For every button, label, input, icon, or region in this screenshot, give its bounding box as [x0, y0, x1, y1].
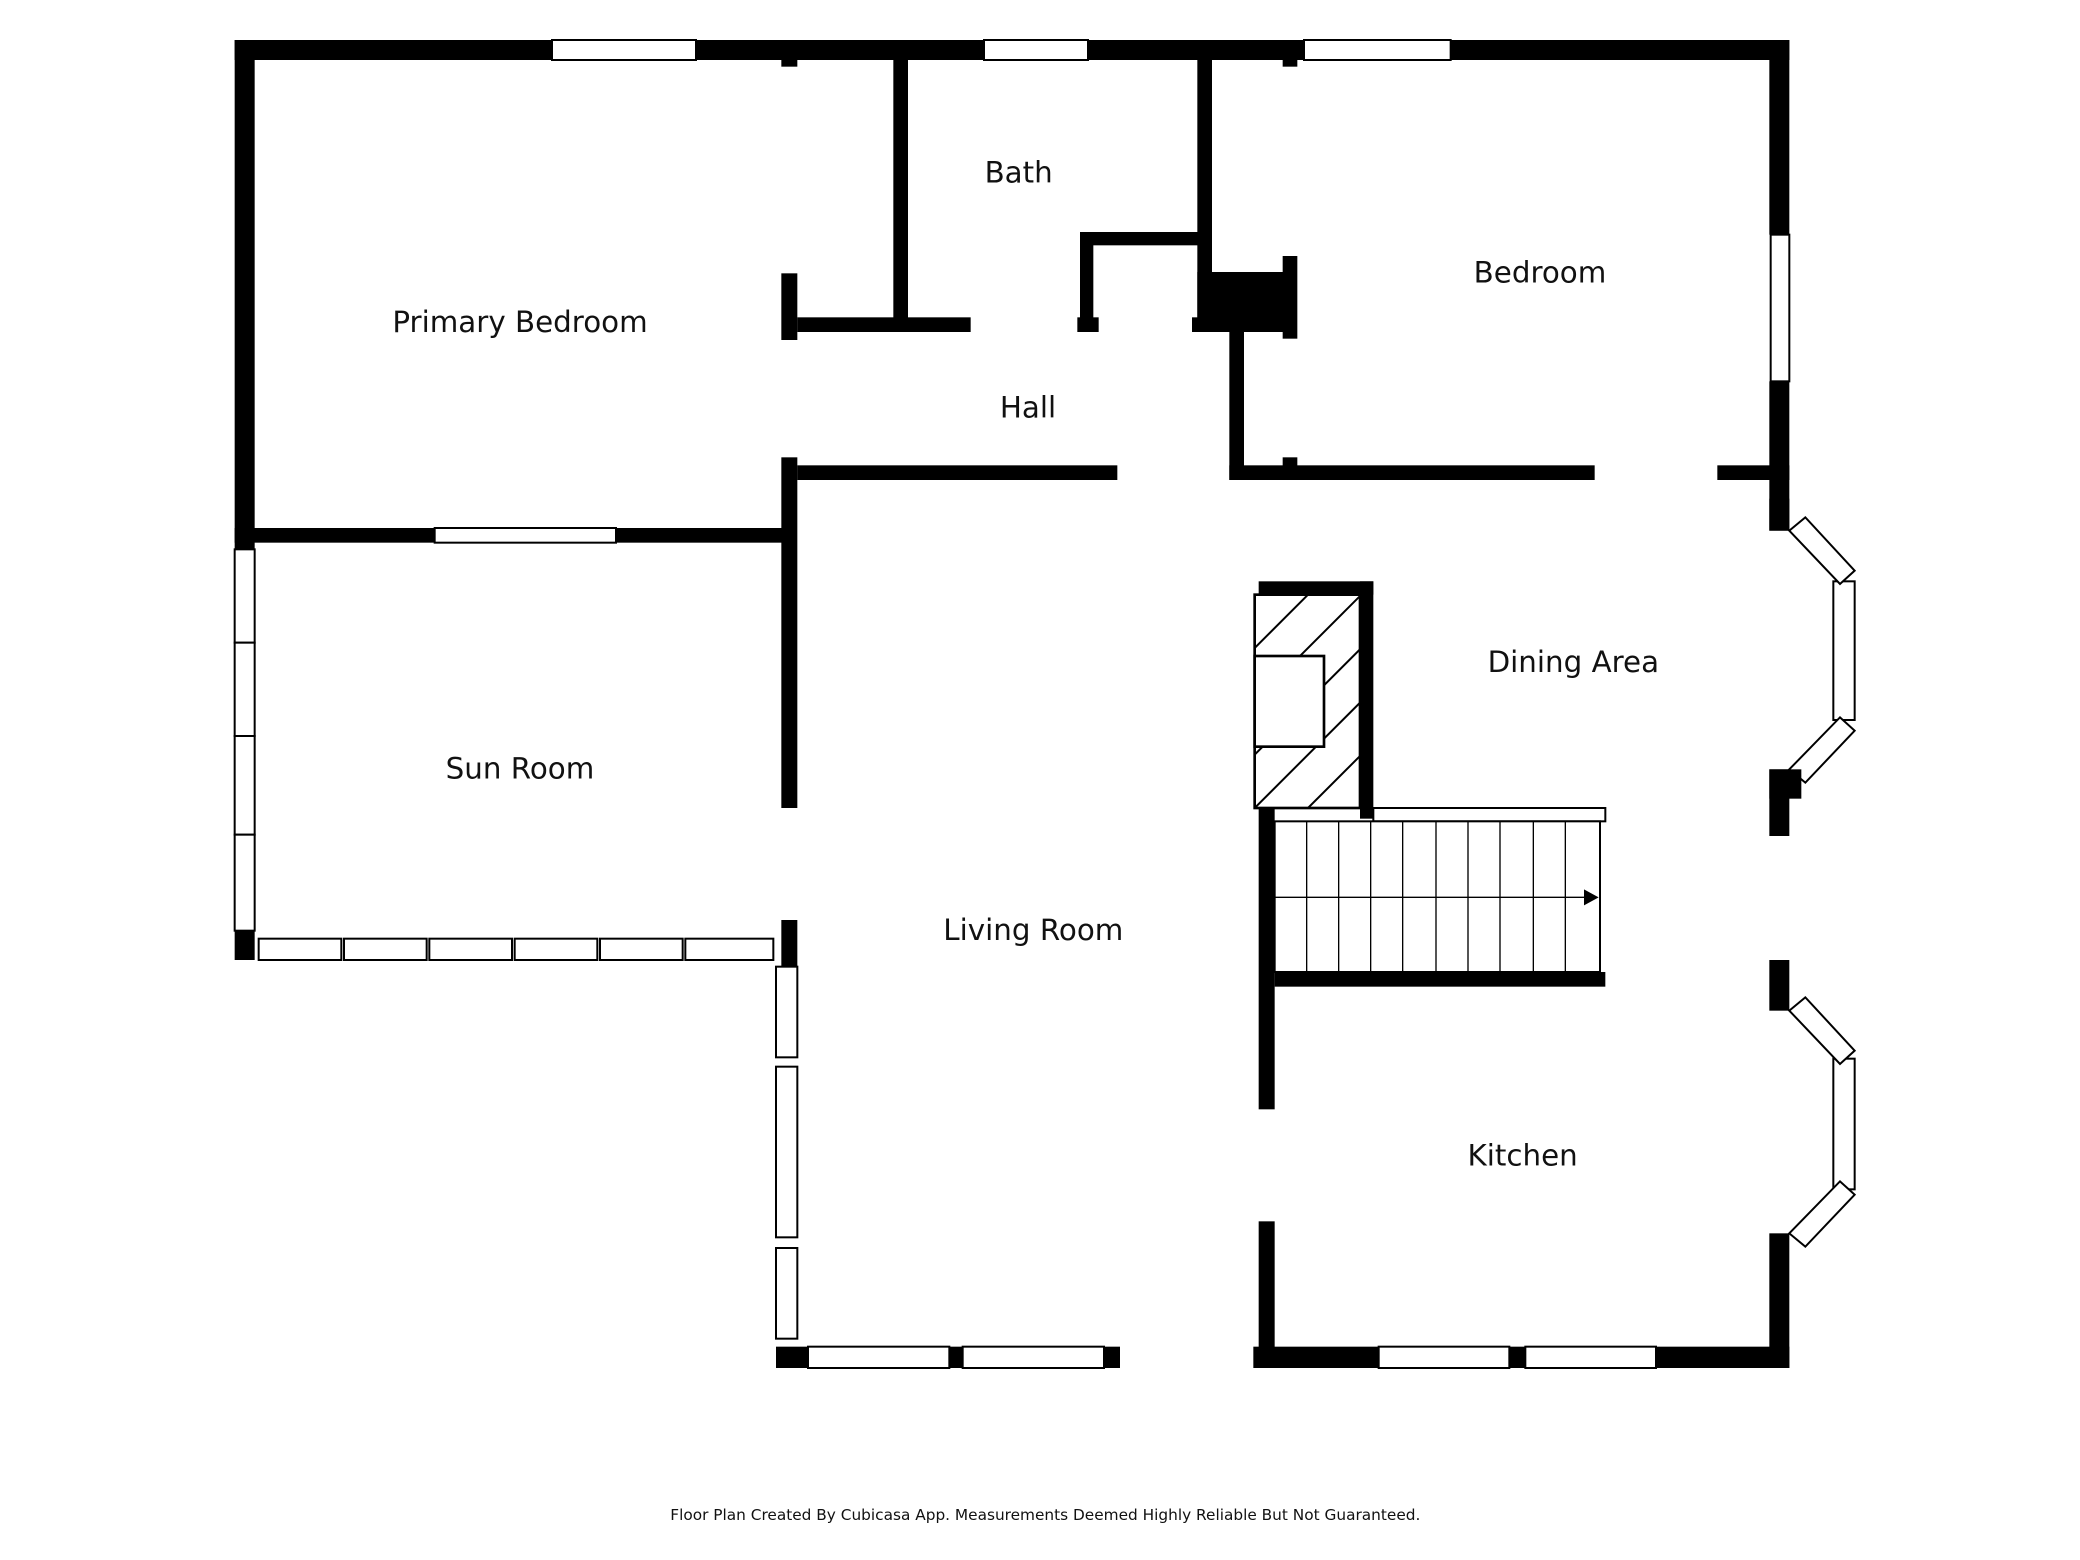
footer-disclaimer: Floor Plan Created By Cubicasa App. Meas…: [670, 1506, 1420, 1524]
stair-arrow-icon: [1584, 889, 1599, 906]
fireplace: [1253, 593, 1362, 810]
staircase: [1273, 807, 1607, 973]
room-label-dining-area: Dining Area: [1488, 645, 1660, 679]
room-label-bath: Bath: [985, 156, 1053, 190]
room-label-primary-bedroom: Primary Bedroom: [392, 305, 647, 339]
room-label-living-room: Living Room: [943, 913, 1123, 947]
room-label-kitchen: Kitchen: [1468, 1138, 1578, 1172]
room-label-sun-room: Sun Room: [446, 752, 595, 786]
windows: [233, 39, 1857, 1369]
room-label-bedroom: Bedroom: [1474, 256, 1607, 290]
room-label-hall: Hall: [1000, 390, 1056, 424]
